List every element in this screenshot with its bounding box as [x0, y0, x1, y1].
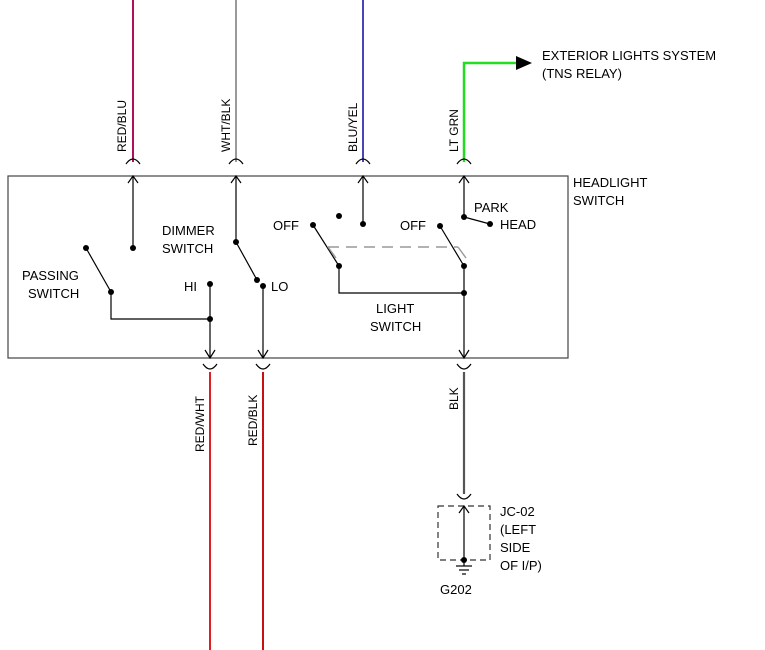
light-switch-label-2: SWITCH [370, 319, 421, 334]
light-switch [310, 213, 493, 358]
dimmer-switch-label: DIMMER [162, 223, 215, 238]
connector-location-2: SIDE [500, 540, 531, 555]
passing-switch [83, 245, 210, 320]
hi-label: HI [184, 279, 197, 294]
headlight-switch-label: HEADLIGHT [573, 175, 647, 190]
park-label: PARK [474, 200, 509, 215]
wire-label-lt-grn: LT GRN [447, 109, 461, 152]
exterior-lights-label: EXTERIOR LIGHTS SYSTEM [542, 48, 716, 63]
wire-label-red-blu: RED/BLU [115, 100, 129, 152]
headlight-switch-box [7, 175, 569, 359]
arrow-icon [516, 56, 532, 70]
wire-label-red-wht: RED/WHT [193, 395, 207, 452]
off-label-right: OFF [400, 218, 426, 233]
joint-connector [437, 493, 491, 566]
connector-location-1: (LEFT [500, 522, 536, 537]
wire-label-wht-blk: WHT/BLK [219, 99, 233, 152]
head-label: HEAD [500, 217, 536, 232]
wire-label-blu-yel: BLU/YEL [346, 102, 360, 152]
top-terminals [125, 158, 472, 248]
bottom-terminals [202, 349, 472, 370]
ground-icon [456, 565, 472, 575]
headlight-switch-label-2: SWITCH [573, 193, 624, 208]
wire-lt-grn [462, 61, 518, 162]
wire-label-red-blk: RED/BLK [246, 395, 260, 446]
light-switch-label: LIGHT [376, 301, 414, 316]
connector-location-3: OF I/P) [500, 558, 542, 573]
passing-switch-label-2: SWITCH [28, 286, 79, 301]
connector-name: JC-02 [500, 504, 535, 519]
wire-label-blk: BLK [447, 387, 461, 410]
off-label-left: OFF [273, 218, 299, 233]
lo-label: LO [271, 279, 288, 294]
passing-switch-label: PASSING [22, 268, 79, 283]
dimmer-switch-label-2: SWITCH [162, 241, 213, 256]
ground-label: G202 [440, 582, 472, 597]
dimmer-switch [207, 239, 266, 358]
tns-relay-label: (TNS RELAY) [542, 66, 622, 81]
